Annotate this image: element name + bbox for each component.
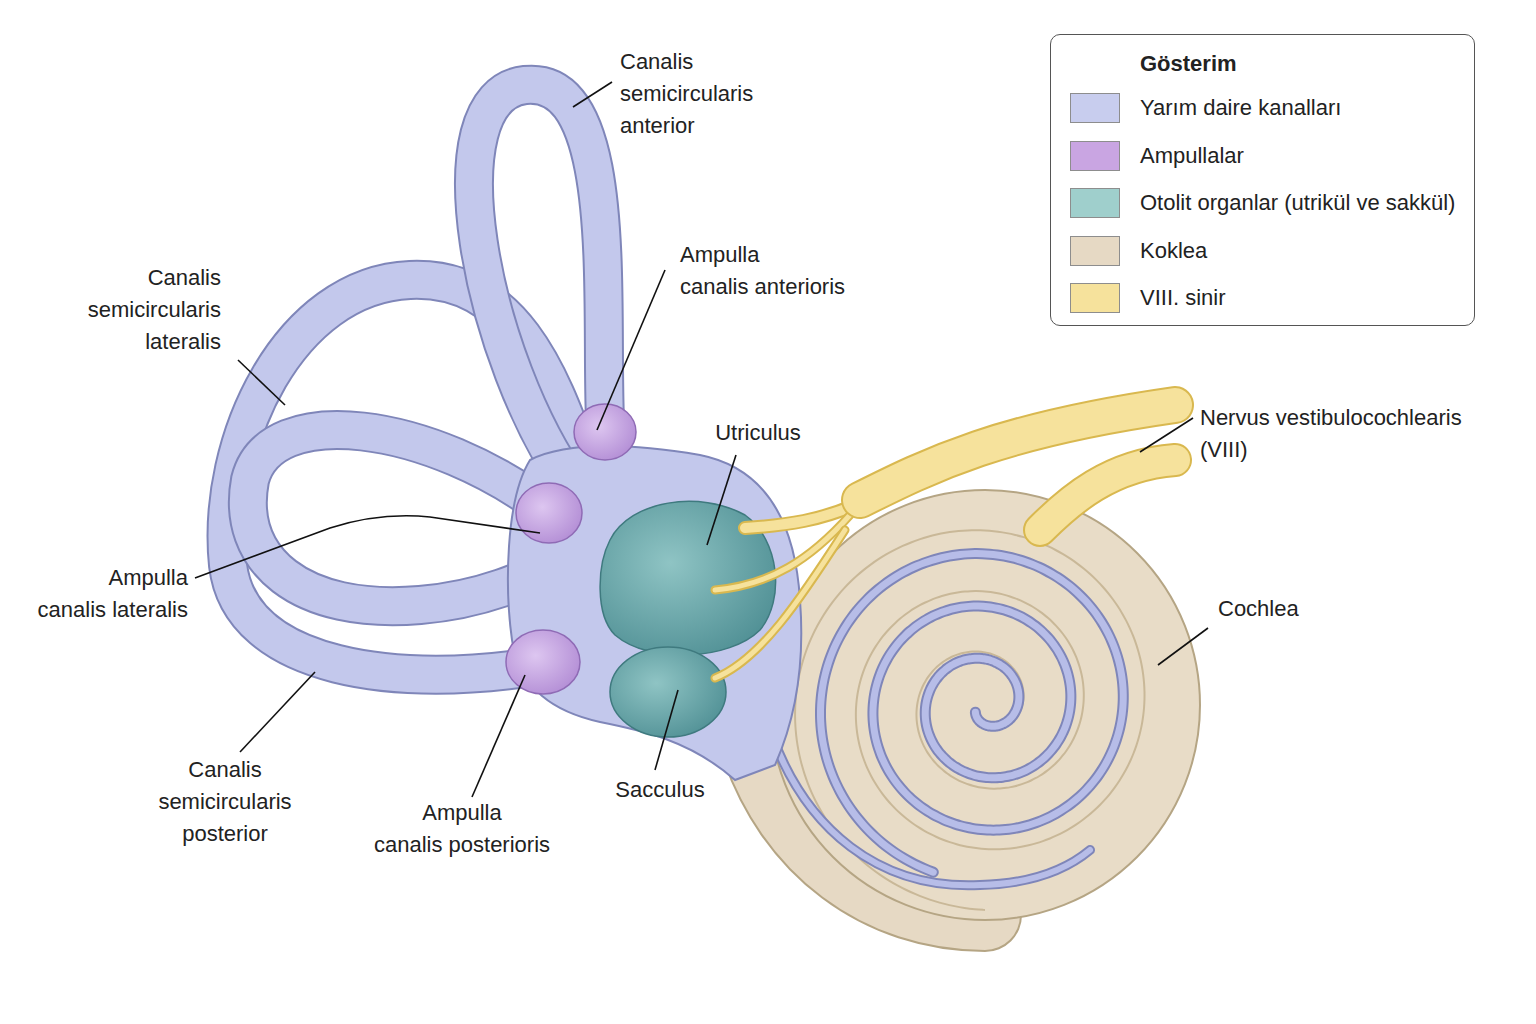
legend-swatch	[1070, 188, 1120, 218]
ear-drawing	[195, 82, 1208, 920]
cochlear-nerve-outline	[1040, 460, 1175, 530]
part-label: Canalis semicircularis lateralis	[88, 262, 221, 358]
cochlear-duct	[820, 554, 1123, 873]
leader-line	[573, 82, 612, 107]
part-label: Ampulla canalis anterioris	[680, 239, 845, 303]
leader-line	[597, 270, 665, 430]
nerve-branch-outline	[715, 530, 845, 678]
legend-swatch	[1070, 93, 1120, 123]
legend-swatch	[1070, 141, 1120, 171]
part-label: Canalis semicircularis anterior	[620, 46, 753, 142]
legend-text: Koklea	[1140, 236, 1207, 266]
leader-line	[655, 690, 678, 770]
nerve-branch	[715, 530, 845, 678]
leader-line	[240, 672, 315, 752]
legend-swatch	[1070, 236, 1120, 266]
part-label: Ampulla canalis posterioris	[374, 797, 550, 861]
ampulla-shape	[516, 483, 582, 543]
cochlear-nerve	[1040, 460, 1175, 530]
legend-text: VIII. sinir	[1140, 283, 1226, 313]
part-label: Utriculus	[715, 417, 801, 449]
part-label: Canalis semicircularis posterior	[158, 754, 291, 850]
legend-text: Otolit organlar (utrikül ve sakkül)	[1140, 188, 1455, 218]
legend-text: Ampullalar	[1140, 141, 1244, 171]
cochlear-duct-tail-outline	[770, 730, 1090, 885]
part-label: Ampulla canalis lateralis	[38, 562, 188, 626]
cochlea-body	[770, 490, 1200, 920]
leader-line	[238, 360, 285, 405]
leader-line	[1158, 628, 1208, 665]
part-label: Nervus vestibulocochlearis (VIII)	[1200, 402, 1462, 466]
vestibule	[508, 446, 801, 780]
cochlear-duct-tail	[770, 730, 1090, 885]
cochlear-duct-outline	[820, 554, 1123, 873]
legend-title: Gösterim	[1140, 48, 1237, 80]
legend-swatch	[1070, 283, 1120, 313]
part-label: Cochlea	[1218, 593, 1299, 625]
leader-line	[707, 455, 736, 545]
leader-line	[472, 675, 525, 797]
leader-line	[1140, 418, 1193, 452]
leader-line	[195, 516, 540, 578]
legend-text: Yarım daire kanalları	[1140, 93, 1341, 123]
part-label: Sacculus	[615, 774, 704, 806]
ampulla-shape	[506, 630, 580, 694]
